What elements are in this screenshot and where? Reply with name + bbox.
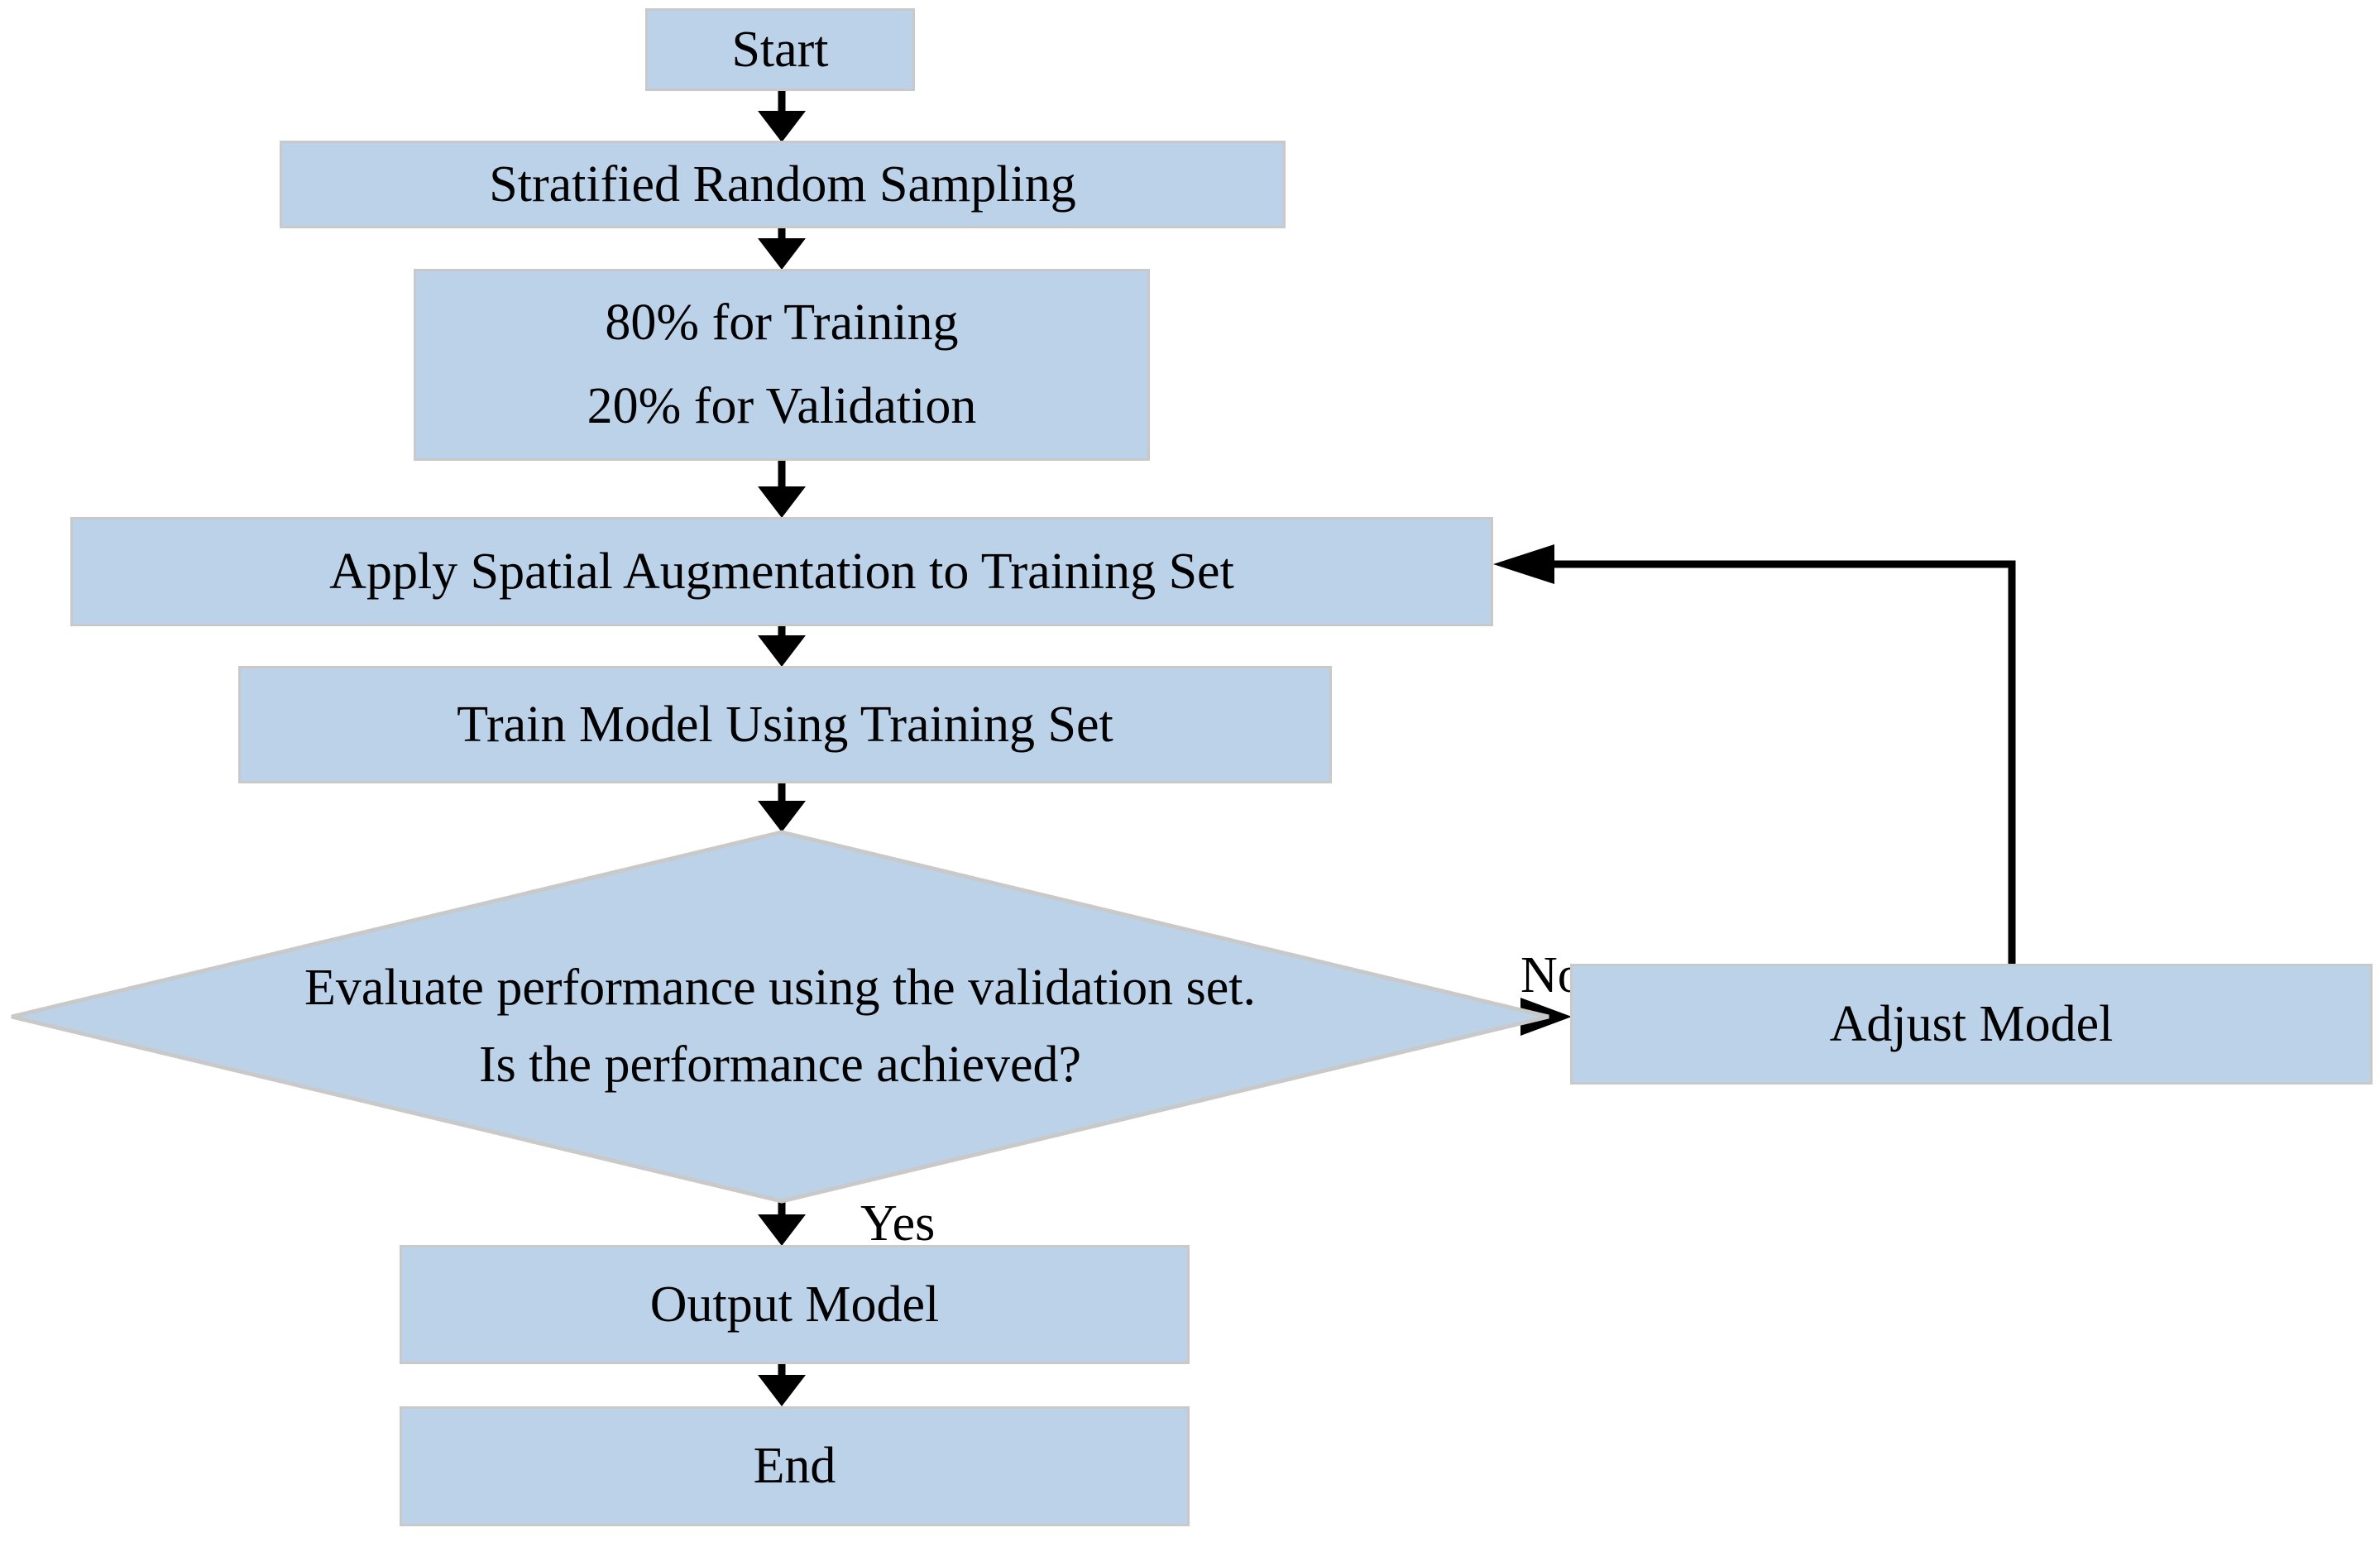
node-evaluate-performance[interactable]: Evaluate performance using the validatio… xyxy=(12,832,1549,1201)
node-adjust-model[interactable]: Adjust Model xyxy=(1570,964,2373,1085)
connector-train-to-evaluate xyxy=(758,783,806,832)
node-stratified-random-sampling-label: Stratified Random Sampling xyxy=(489,156,1076,213)
node-evaluate-performance-line2: Is the performance achieved? xyxy=(478,1037,1082,1093)
node-end-label: End xyxy=(753,1438,836,1495)
node-end[interactable]: End xyxy=(400,1406,1190,1526)
decision-diamond-shape xyxy=(11,830,1549,1204)
node-apply-spatial-augmentation[interactable]: Apply Spatial Augmentation to Training S… xyxy=(70,517,1493,626)
connector-start-to-sampling xyxy=(758,91,806,142)
connector-adjust-feedback-loop xyxy=(1493,544,2016,964)
node-train-model-label: Train Model Using Training Set xyxy=(457,696,1113,753)
connector-split-to-augment xyxy=(758,460,806,518)
node-stratified-random-sampling[interactable]: Stratified Random Sampling xyxy=(280,141,1286,228)
connector-augment-to-train xyxy=(758,625,806,667)
connector-sampling-to-split xyxy=(758,227,806,270)
node-adjust-model-label: Adjust Model xyxy=(1829,995,2114,1052)
node-output-model-label: Output Model xyxy=(649,1276,940,1333)
node-train-model[interactable]: Train Model Using Training Set xyxy=(238,666,1332,783)
node-start[interactable]: Start xyxy=(645,8,915,91)
node-start-label: Start xyxy=(731,21,829,78)
node-data-split[interactable]: 80% for Training 20% for Validation xyxy=(414,269,1150,461)
node-apply-spatial-augmentation-label: Apply Spatial Augmentation to Training S… xyxy=(329,543,1234,600)
connector-evaluate-to-output xyxy=(758,1201,806,1246)
node-data-split-training-label: 80% for Training xyxy=(605,295,959,352)
node-output-model[interactable]: Output Model xyxy=(400,1245,1190,1364)
connector-output-to-end xyxy=(758,1364,806,1406)
node-data-split-validation-label: 20% for Validation xyxy=(587,378,977,434)
node-evaluate-performance-line1: Evaluate performance using the validatio… xyxy=(304,960,1257,1016)
edge-label-yes: Yes xyxy=(860,1195,936,1252)
